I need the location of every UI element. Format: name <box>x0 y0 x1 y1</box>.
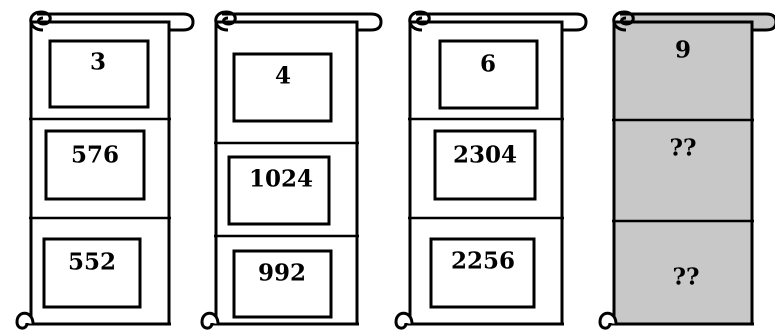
scroll-1-middle-number: 576 <box>71 144 119 167</box>
scroll-3-bottom-number: 2256 <box>451 250 515 273</box>
scroll-1-bottom-number: 552 <box>68 251 116 274</box>
scroll-3-bottom-curl <box>396 313 412 328</box>
scroll-4-bottom-curl <box>600 313 616 328</box>
scroll-2-bottom-number: 992 <box>258 262 306 285</box>
scroll-3-top-number: 6 <box>480 53 496 76</box>
scroll-2-bottom-curl <box>202 313 218 328</box>
scroll-2-top-number: 4 <box>275 65 291 88</box>
scroll-1-top-number: 3 <box>90 51 106 74</box>
scroll-2-middle-number: 1024 <box>249 168 313 191</box>
scroll-3-middle-number: 2304 <box>453 144 517 167</box>
scroll-1-bottom-curl <box>17 313 33 328</box>
scroll-4-bottom-unknown: ?? <box>673 266 700 289</box>
scroll-4-top-number: 9 <box>675 39 691 62</box>
scroll-4-middle-unknown: ?? <box>670 137 697 160</box>
